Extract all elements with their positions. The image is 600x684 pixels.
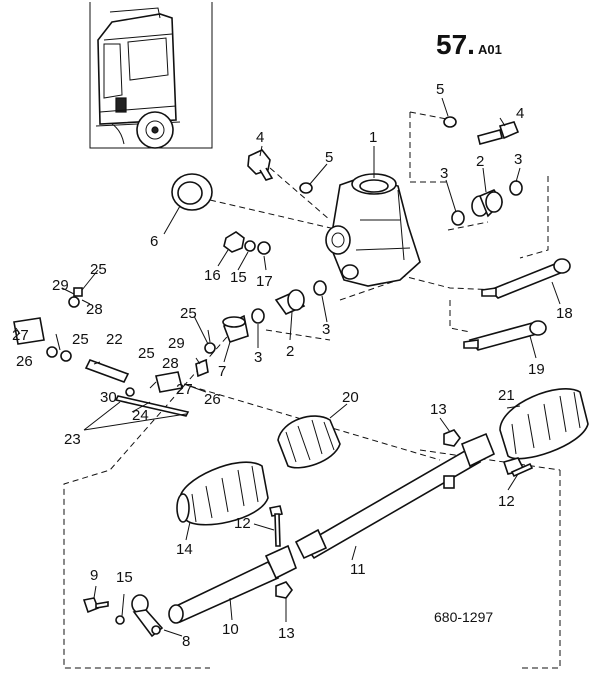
part-15-washer: [244, 240, 256, 252]
part-4-bolt-right: [477, 121, 520, 145]
part-17-washer: [257, 241, 271, 255]
label-27-right: 27: [176, 381, 193, 398]
label-15-upper: 15: [230, 269, 247, 286]
part-2-bushing-center: [274, 289, 306, 315]
label-19: 19: [528, 361, 545, 378]
part-3-washer-right-b: [509, 180, 523, 196]
label-22: 22: [106, 331, 123, 348]
label-12-upper: 12: [234, 515, 251, 532]
page-header: 57. A01: [436, 29, 502, 60]
part-27-plate-right: [155, 371, 183, 393]
label-29-left: 29: [52, 277, 69, 294]
label-12-right: 12: [498, 493, 515, 510]
part-28-fitting-right: [195, 358, 209, 378]
part-5-clip-left: [299, 182, 313, 194]
part-3-washer-center-b: [313, 280, 327, 296]
part-7-bushing: [222, 314, 249, 344]
truck-cab-inset: [89, 2, 213, 149]
label-24: 24: [132, 407, 149, 424]
figure-code: 680-1297: [434, 609, 493, 625]
label-26-right: 26: [204, 391, 221, 408]
part-9-bolt: [82, 597, 109, 614]
label-14: 14: [176, 541, 193, 558]
label-29-right: 29: [168, 335, 185, 352]
part-27-plate-left: [13, 317, 45, 345]
section-code: A01: [478, 42, 502, 57]
label-3-right-b: 3: [514, 151, 522, 168]
part-29-fitting-left: [68, 287, 83, 308]
part-11-shaft: [294, 432, 496, 560]
label-28-left: 28: [86, 301, 103, 318]
label-28-right: 28: [162, 355, 179, 372]
part-3-washer-right-a: [451, 210, 465, 226]
label-2-center: 2: [286, 343, 294, 360]
label-4-left: 4: [256, 129, 264, 146]
callout-labels: 1 2 2 3 3 3 3 4 4 5 5 6 7 8 9 10 11 12 1…: [12, 81, 573, 650]
label-25-center: 25: [138, 345, 155, 362]
label-6: 6: [150, 233, 158, 250]
part-25-nut-left: [46, 346, 72, 362]
part-22-tube: [84, 359, 130, 383]
part-10-shaft: [168, 544, 297, 624]
label-16: 16: [204, 267, 221, 284]
part-13-nut-lower: [275, 581, 293, 599]
label-26-left: 26: [16, 353, 33, 370]
label-5-right: 5: [436, 81, 444, 98]
label-7: 7: [218, 363, 226, 380]
label-15-lower: 15: [116, 569, 133, 586]
part-2-bushing-right: [471, 189, 504, 218]
label-17: 17: [256, 273, 273, 290]
label-9: 9: [90, 567, 98, 584]
label-25-right: 25: [180, 305, 197, 322]
part-3-washer-center-a: [251, 308, 265, 324]
label-3-center-a: 3: [254, 349, 262, 366]
part-8-lever: [131, 594, 164, 638]
label-8: 8: [182, 633, 190, 650]
part-4-bolt-left: [247, 149, 274, 181]
label-21: 21: [498, 387, 515, 404]
part-24-rod: [114, 395, 190, 417]
label-25-top: 25: [90, 261, 107, 278]
part-6-seal-ring: [171, 173, 213, 211]
part-20-bellows: [277, 415, 341, 469]
part-12-bolt-upper: [269, 505, 283, 547]
label-20: 20: [342, 389, 359, 406]
label-3-right-a: 3: [440, 165, 448, 182]
part-16-nut: [223, 231, 245, 253]
label-1: 1: [369, 129, 377, 146]
part-19-link-rod: [463, 320, 547, 351]
label-25-mid: 25: [72, 331, 89, 348]
part-18-link-rod: [481, 258, 571, 299]
part-29-fitting-right: [204, 342, 216, 354]
part-1-gear-housing: [325, 173, 421, 287]
part-14-bellows: [176, 461, 269, 526]
page-number: 57.: [436, 29, 475, 60]
label-13-lower: 13: [278, 625, 295, 642]
label-10: 10: [222, 621, 239, 638]
part-13-nut-upper: [443, 429, 461, 447]
part-5-clip-right: [443, 116, 457, 128]
label-2-right: 2: [476, 153, 484, 170]
label-23: 23: [64, 431, 81, 448]
part-12-bolt-right: [502, 457, 534, 478]
part-15-washer-lower: [115, 615, 125, 625]
label-27-left: 27: [12, 327, 29, 344]
label-30: 30: [100, 389, 117, 406]
label-13-upper: 13: [430, 401, 447, 418]
label-4-right: 4: [516, 105, 524, 122]
label-3-center-b: 3: [322, 321, 330, 338]
label-5-left: 5: [325, 149, 333, 166]
label-11: 11: [350, 561, 366, 578]
leader-lines: [15, 97, 561, 637]
part-21-bellows: [499, 388, 589, 460]
label-18: 18: [556, 305, 573, 322]
